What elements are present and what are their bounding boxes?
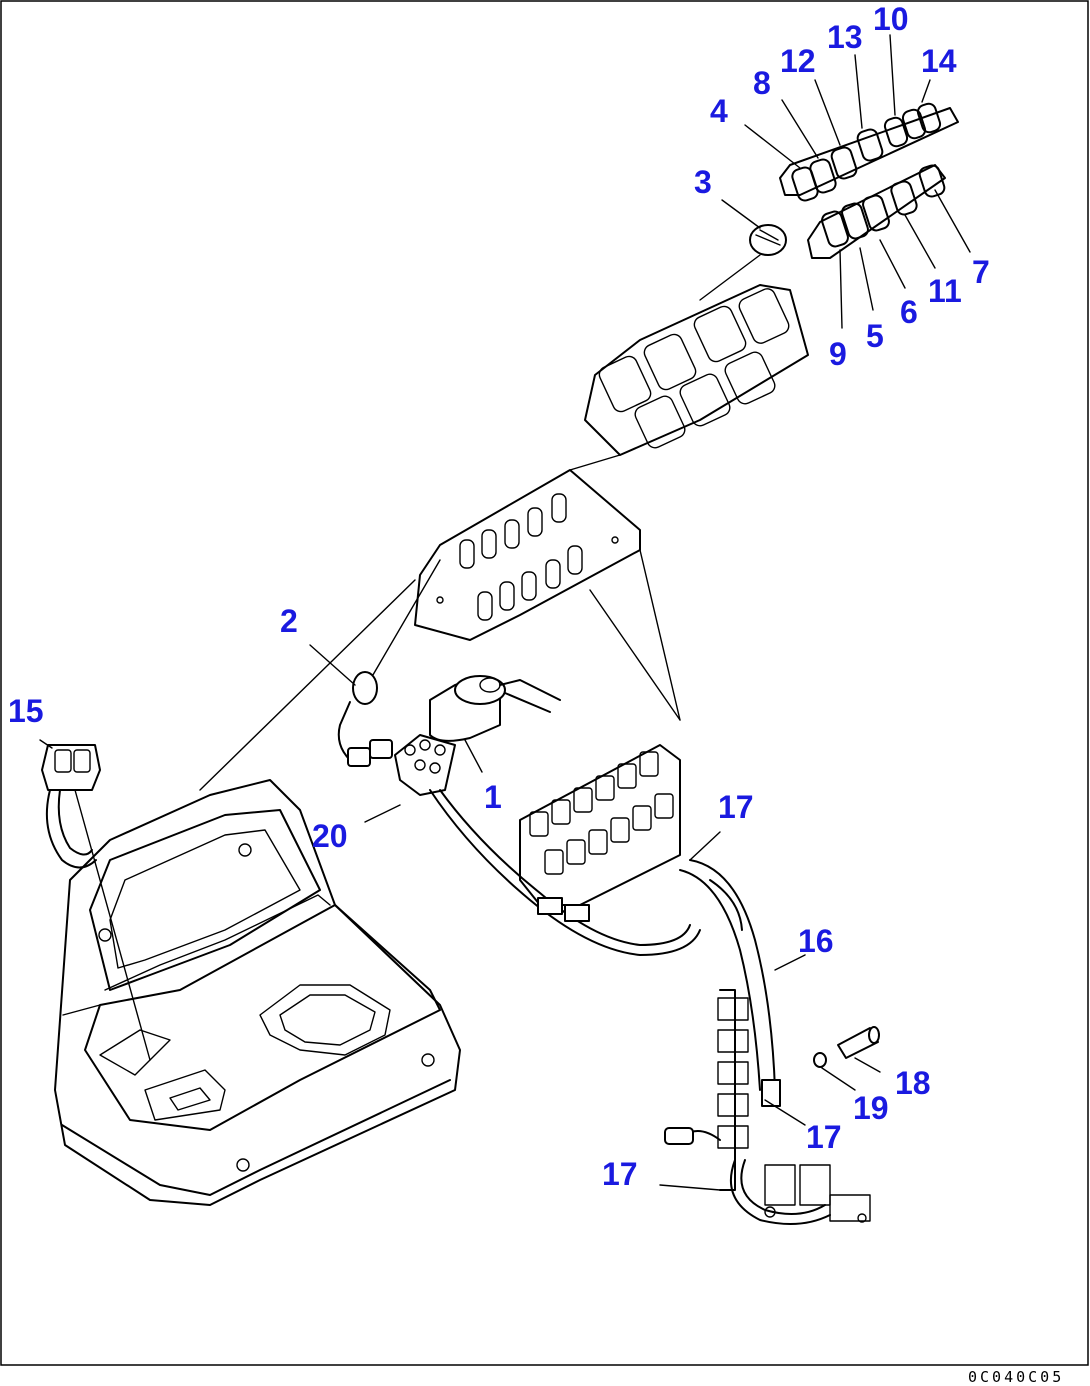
callout-17-a: 17: [718, 789, 754, 825]
callout-11: 11: [928, 273, 962, 309]
callout-19: 19: [853, 1090, 889, 1126]
connector-20: [394, 734, 456, 796]
callout-12: 12: [780, 43, 816, 79]
leader-lines: [39, 34, 971, 1191]
callout-17-c: 17: [602, 1156, 638, 1192]
callout-14: 14: [921, 43, 957, 79]
callout-8: 8: [753, 65, 771, 101]
callout-5: 5: [866, 318, 884, 354]
callout-13: 13: [827, 19, 863, 55]
callout-9: 9: [829, 336, 847, 372]
callout-20: 20: [312, 818, 348, 854]
switch-panel-lower: [414, 469, 641, 641]
console-box: [54, 779, 461, 1206]
switch-cluster: [749, 102, 959, 259]
callout-18: 18: [895, 1065, 931, 1101]
callout-1: 1: [484, 779, 502, 815]
rocker-switch-2: [337, 671, 393, 767]
callout-7: 7: [972, 254, 990, 290]
callout-17-b: 17: [806, 1119, 842, 1155]
callout-2: 2: [280, 603, 298, 639]
callout-4: 4: [710, 93, 728, 129]
callouts: 1 2 3 4 5 6 7 8 9 10 11 12 13 14 15 16 1…: [8, 1, 990, 1192]
callout-10: 10: [873, 1, 909, 37]
washer: [813, 1052, 827, 1068]
callout-16: 16: [798, 923, 834, 959]
drawing-code: 0C040C05: [968, 1368, 1064, 1386]
callout-15: 15: [8, 693, 44, 729]
wiring-harness: [429, 744, 880, 1225]
switch-panel-upper: [584, 284, 809, 456]
bolt: [837, 1026, 880, 1059]
callout-3: 3: [694, 164, 712, 200]
key-switch: [429, 675, 561, 742]
explode-lines: [199, 254, 761, 791]
callout-6: 6: [900, 294, 918, 330]
